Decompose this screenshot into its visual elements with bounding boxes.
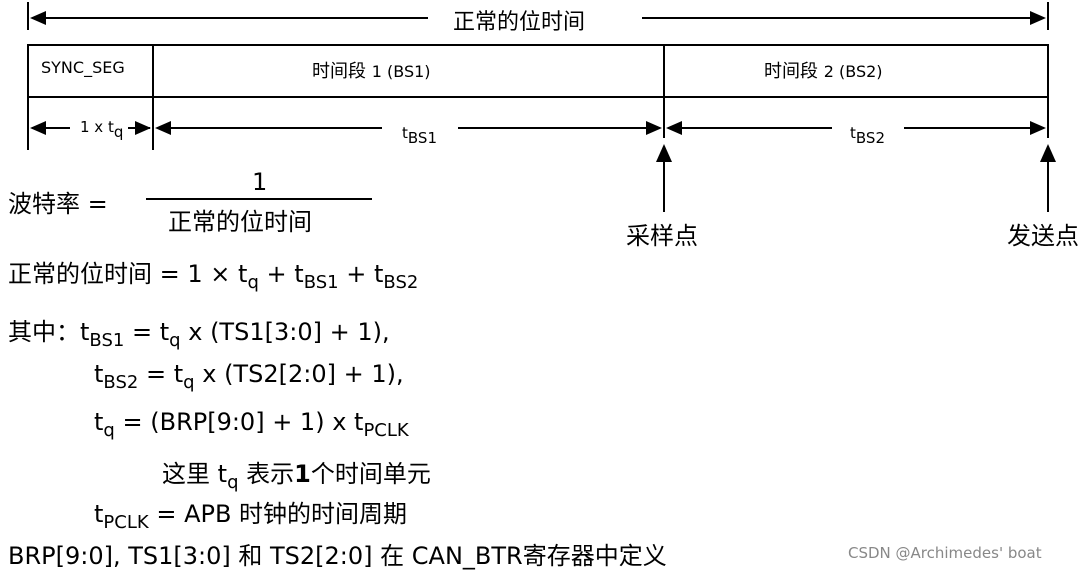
tq-dimension-arrow: [30, 121, 151, 135]
tbs1-formula: 其中：tBS1 = tq x (TS1[3:0] + 1),: [8, 318, 390, 351]
sample-point-arrow: [656, 144, 672, 212]
baud-rate-numerator: 1: [252, 168, 268, 196]
segment-boxes: [27, 44, 1049, 150]
tbs2-formula: tBS2 = tq x (TS2[2:0] + 1),: [94, 360, 404, 393]
bs1-segment-label: 时间段 1 (BS1): [312, 61, 431, 82]
bs1-dimension-arrow: [155, 121, 662, 135]
tbs2-dimension-label: tBS2: [850, 124, 885, 147]
register-definition-note: BRP[9:0], TS1[3:0] 和 TS2[2:0] 在 CAN_BTR寄…: [8, 542, 667, 570]
watermark: CSDN @Archimedes' boat: [848, 544, 1042, 562]
fraction-bar: [146, 198, 372, 200]
tq-formula: tq = (BRP[9:0] + 1) x tPCLK: [94, 408, 409, 441]
tq-note: 这里 tq 表示1个时间单元: [162, 460, 431, 493]
transmit-point-label: 发送点: [1007, 222, 1079, 250]
sample-point-label: 采样点: [626, 222, 698, 250]
bit-time-span-arrow: [27, 2, 1049, 30]
bs2-dimension-arrow: [666, 121, 1046, 135]
tbs1-dimension-label: tBS1: [402, 124, 437, 147]
bs2-segment-label: 时间段 2 (BS2): [764, 61, 883, 82]
tpclk-formula: tPCLK = APB 时钟的时间周期: [94, 500, 408, 533]
transmit-point-arrow: [1040, 144, 1056, 212]
bit-time-label: 正常的位时间: [453, 10, 586, 35]
bit-time-formula: 正常的位时间 = 1 × tq + tBS1 + tBS2: [8, 260, 419, 293]
sync-seg-label: SYNC_SEG: [41, 58, 125, 77]
baud-rate-lhs: 波特率 =: [8, 190, 108, 218]
tq-dimension-label: 1 x tq: [80, 118, 124, 141]
baud-rate-denominator: 正常的位时间: [168, 208, 312, 236]
